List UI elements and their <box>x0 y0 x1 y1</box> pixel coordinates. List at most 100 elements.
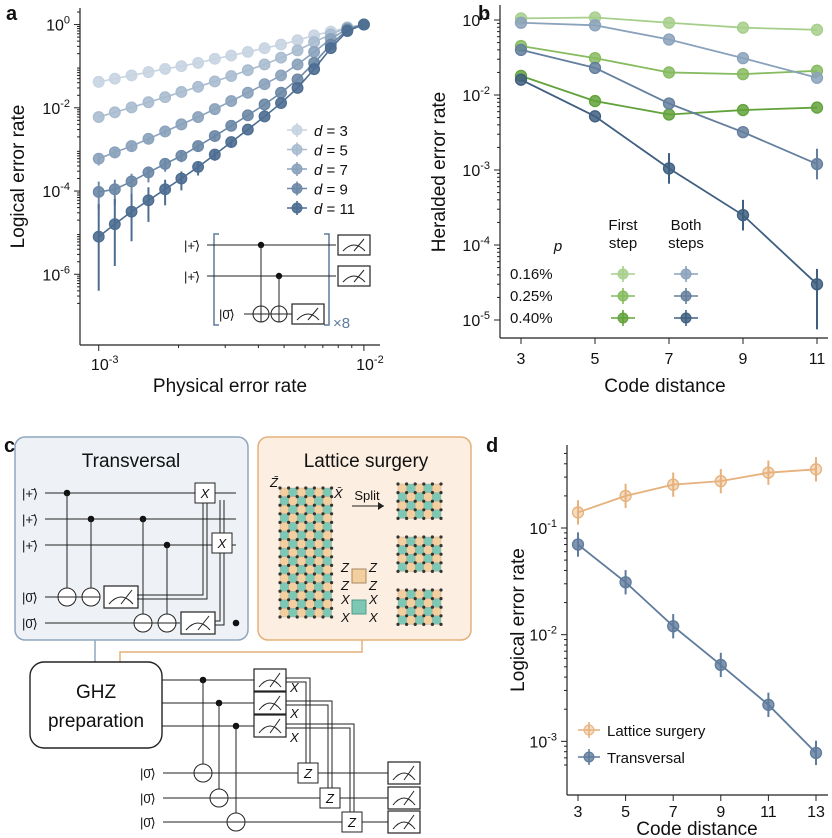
qubit-dot <box>287 572 291 576</box>
stabilizer-tile <box>322 548 332 558</box>
qubit-dot <box>396 482 400 486</box>
qubit-dot <box>405 544 409 548</box>
stabilizer-tile <box>305 513 315 523</box>
data-point <box>275 69 287 82</box>
data-point <box>514 16 528 29</box>
meter-arc <box>185 622 211 631</box>
qubit-dot <box>422 544 426 548</box>
classical-wire <box>286 727 351 812</box>
stabilizer-tile <box>406 554 416 564</box>
qubit-dot <box>396 516 400 521</box>
qubit-dot <box>295 503 299 507</box>
qubit-dot <box>330 572 334 576</box>
panel-c: cTransversal|+̄⟩|+̄⟩|+̄⟩|0̄⟩|0̄⟩XXLattic… <box>4 435 472 834</box>
qubit-dot <box>278 538 282 542</box>
stabilizer-tile <box>279 530 289 540</box>
stabilizer-tile <box>432 615 442 625</box>
qubit-dot <box>405 535 409 539</box>
qubit-dot <box>422 569 426 574</box>
classical-dot <box>232 619 240 627</box>
data-point <box>810 157 824 171</box>
stabilizer-tile <box>288 548 298 558</box>
x-corr-label: X <box>289 706 300 721</box>
bracket-right <box>324 233 330 326</box>
stabilizer-tile <box>279 565 289 575</box>
y-tick-label: 10-4 <box>42 181 70 201</box>
classical-wire <box>137 500 204 596</box>
qubit-dot <box>304 512 308 516</box>
stabilizer-tile <box>415 501 425 511</box>
data-point <box>619 489 632 503</box>
qubit-dot <box>330 615 334 619</box>
qubit-dot <box>396 605 400 609</box>
data-point <box>125 175 138 188</box>
qubit-dot <box>439 597 443 601</box>
data-point <box>667 478 680 491</box>
stabilizer-tile <box>305 582 315 592</box>
x-gate <box>194 482 216 504</box>
stabilizer-tile <box>406 536 416 546</box>
qubit-dot <box>287 563 291 568</box>
qubit-dot <box>295 555 299 559</box>
legend-marker <box>291 163 303 175</box>
stabilizer-tile <box>305 548 315 558</box>
y-tick-label: 100 <box>46 15 70 35</box>
x-corr-label: X <box>289 680 300 695</box>
stabilizer-tile <box>305 591 315 601</box>
stabilizer-tile <box>423 554 433 564</box>
qubit-dot <box>413 552 417 556</box>
qubit-dot <box>304 606 308 611</box>
data-point <box>571 506 585 519</box>
data-point <box>810 23 824 36</box>
stabilizer-tile <box>423 615 433 625</box>
y-tick-label: 10-1 <box>462 10 490 30</box>
series-line <box>577 543 817 754</box>
stabilizer-tile <box>297 487 307 497</box>
meter-needle <box>353 238 365 252</box>
qubit-dot <box>304 598 308 602</box>
meter-needle <box>197 615 210 631</box>
meter-arc <box>392 797 416 806</box>
qubit-dot <box>439 552 443 556</box>
qubit-dot <box>278 589 282 593</box>
ket-plus: |+̄⟩ <box>184 238 200 253</box>
legend-marker <box>583 751 595 763</box>
qubit-dot <box>330 495 334 499</box>
stabilizer-tile <box>314 487 324 497</box>
qubit-dot <box>278 563 282 568</box>
qubit-dot <box>405 508 409 512</box>
qubit-dot <box>396 508 400 512</box>
ket-plus: |+̄⟩ <box>22 538 38 553</box>
data-point <box>225 49 238 62</box>
stabilizer-tile <box>279 496 289 506</box>
qubit-dot <box>287 598 291 602</box>
stabilizer-tile <box>415 598 425 608</box>
data-point <box>192 160 205 173</box>
qubit-dot <box>321 589 325 593</box>
qubit-dot <box>330 555 334 559</box>
qubit-dot <box>295 538 299 542</box>
qubit-dot <box>422 491 426 495</box>
stabilizer-tile <box>432 554 442 564</box>
stabilizer-tile <box>314 556 324 566</box>
meter-needle <box>120 589 133 605</box>
x-tick-label: 13 <box>807 804 825 821</box>
qubit-dot <box>430 499 434 503</box>
qubit-dot <box>413 491 417 495</box>
qubit-dot <box>439 516 443 521</box>
stabilizer-tile <box>297 582 307 592</box>
qubit-dot <box>304 589 308 593</box>
qubit-dot <box>312 606 316 611</box>
data-point <box>308 36 321 49</box>
series-d11 <box>92 18 370 291</box>
data-point <box>142 166 155 179</box>
ghz-line2: preparation <box>48 711 144 732</box>
lattice-title: Lattice surgery <box>304 451 429 472</box>
stabilizer-tile <box>415 545 425 555</box>
z-label: Z <box>340 578 350 593</box>
qubit-dot <box>312 615 316 619</box>
stabilizer-tile <box>406 501 416 511</box>
